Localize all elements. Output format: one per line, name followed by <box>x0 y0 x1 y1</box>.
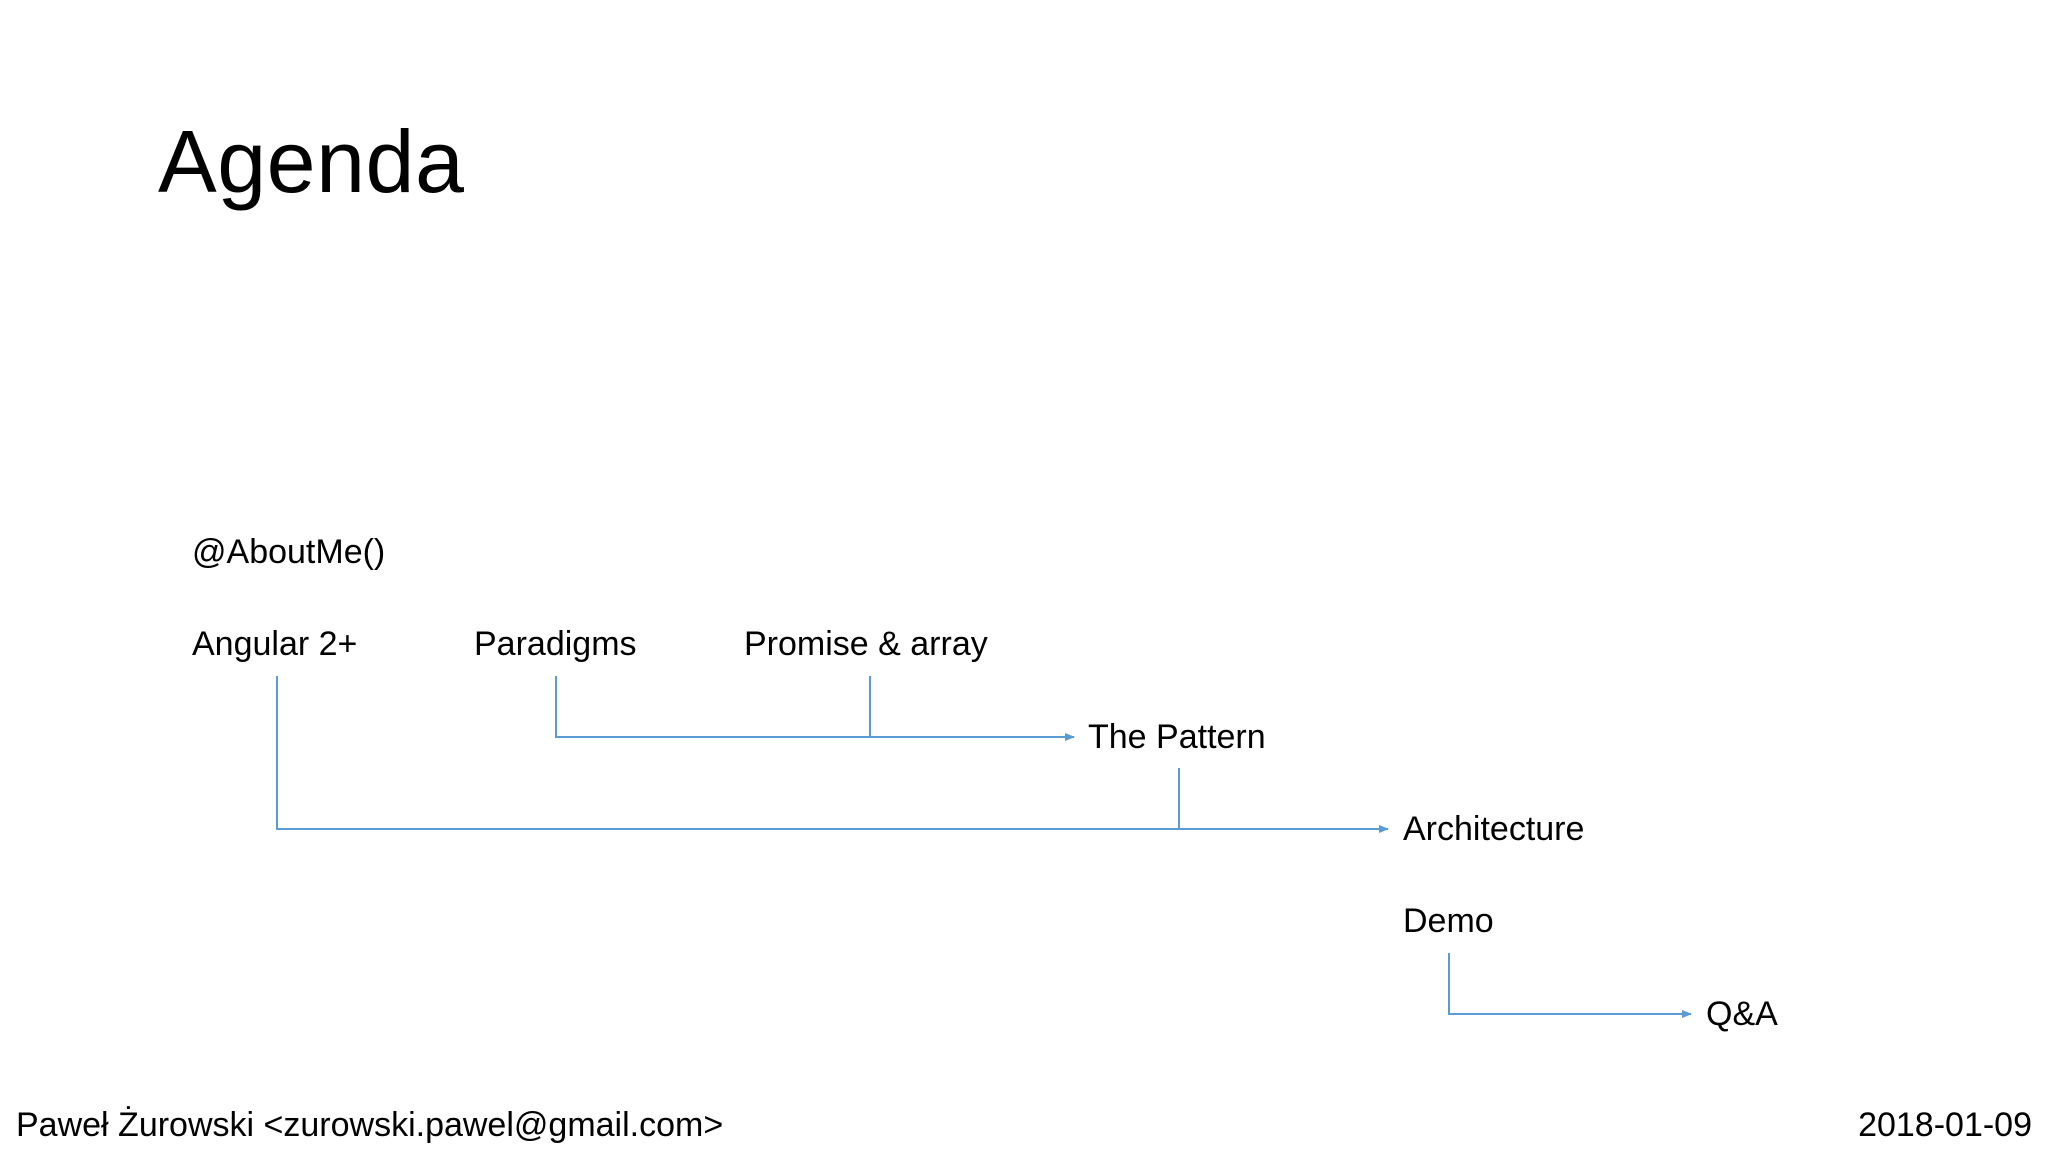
agenda-item-angular: Angular 2+ <box>192 625 358 663</box>
agenda-item-paradigms: Paradigms <box>474 625 637 663</box>
connector-paradigms-to-pattern <box>555 676 1075 741</box>
agenda-item-demo: Demo <box>1403 902 1494 940</box>
connector-demo-to-qa <box>1448 953 1692 1018</box>
agenda-item-the-pattern: The Pattern <box>1088 718 1266 756</box>
connector-angular-to-architecture <box>276 676 1389 833</box>
footer-author: Paweł Żurowski <zurowski.pawel@gmail.com… <box>16 1106 724 1144</box>
agenda-item-about-me: @AboutMe() <box>192 533 386 571</box>
slide-title: Agenda <box>158 112 465 211</box>
agenda-item-promise-array: Promise & array <box>744 625 988 663</box>
agenda-item-qa: Q&A <box>1706 995 1778 1033</box>
agenda-item-architecture: Architecture <box>1403 810 1585 848</box>
footer-date: 2018-01-09 <box>1858 1106 2032 1144</box>
